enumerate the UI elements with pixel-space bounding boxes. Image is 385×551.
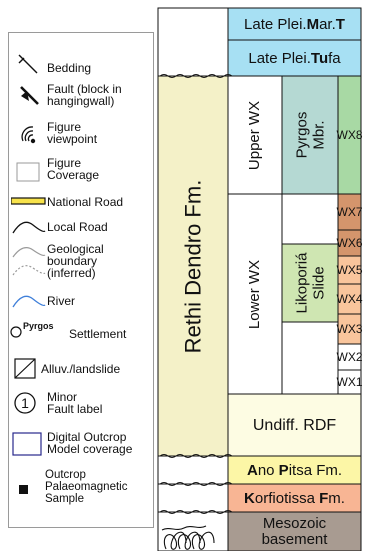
wx7-label: WX7 bbox=[338, 194, 361, 230]
korfiotissa-b2: F bbox=[319, 491, 328, 506]
mesozoic-label: Mesozoic basement bbox=[228, 512, 361, 551]
left-blank-korf bbox=[158, 484, 228, 512]
wx3-label: WX3 bbox=[338, 314, 361, 344]
upper-wx-label: Upper WX bbox=[248, 100, 263, 169]
pyrgos-mbr-label: Pyrgos Mbr. bbox=[293, 112, 327, 159]
band-lower-wx-upper-white bbox=[282, 194, 338, 244]
wx8-label: WX8 bbox=[338, 76, 361, 194]
ano-pitsa-b1: A bbox=[247, 463, 258, 478]
late-plei-mar-t-b1: M bbox=[307, 17, 320, 32]
left-blank-top bbox=[158, 8, 228, 76]
late-plei-mar-t-mid: ar. bbox=[319, 17, 336, 32]
korfiotissa-mid: orfiotissa bbox=[255, 491, 319, 506]
korfiotissa-suffix: m. bbox=[328, 491, 345, 506]
wx6-label: WX6 bbox=[338, 230, 361, 256]
likoporia-slide-label-box: Likoporiá Slide bbox=[282, 244, 338, 322]
late-plei-tufa-suffix: fa bbox=[328, 51, 341, 66]
ano-pitsa-mid1: no bbox=[258, 463, 279, 478]
wx1-label: WX1 bbox=[338, 370, 361, 394]
wx5-label: WX5 bbox=[338, 256, 361, 284]
band-lower-wx-lower-white bbox=[282, 322, 338, 394]
rethi-dendro-label: Rethi Dendro Fm. bbox=[186, 179, 201, 353]
ano-pitsa-mid2: itsa Fm. bbox=[289, 463, 342, 478]
lower-wx-label: Lower WX bbox=[248, 259, 263, 328]
korfiotissa-b1: K bbox=[244, 491, 255, 506]
lower-wx-label-box: Lower WX bbox=[228, 194, 282, 394]
ano-pitsa-b2: P bbox=[279, 463, 289, 478]
likoporia-slide-label: Likoporiá Slide bbox=[293, 253, 327, 314]
wx2-label: WX2 bbox=[338, 344, 361, 370]
wx4-label: WX4 bbox=[338, 284, 361, 314]
upper-wx-label-box: Upper WX bbox=[228, 76, 282, 194]
late-plei-mar-t-b2: T bbox=[336, 17, 345, 32]
rethi-dendro-label-box: Rethi Dendro Fm. bbox=[158, 76, 228, 456]
late-plei-tufa-prefix: Late Plei. bbox=[248, 51, 311, 66]
late-plei-mar-t-prefix: Late Plei. bbox=[244, 17, 307, 32]
pyrgos-mbr-label-box: Pyrgos Mbr. bbox=[282, 76, 338, 194]
undiff-rdf-label: Undiff. RDF bbox=[228, 394, 361, 456]
late-plei-tufa-b1: Tu bbox=[311, 51, 328, 66]
left-blank-ano bbox=[158, 456, 228, 484]
